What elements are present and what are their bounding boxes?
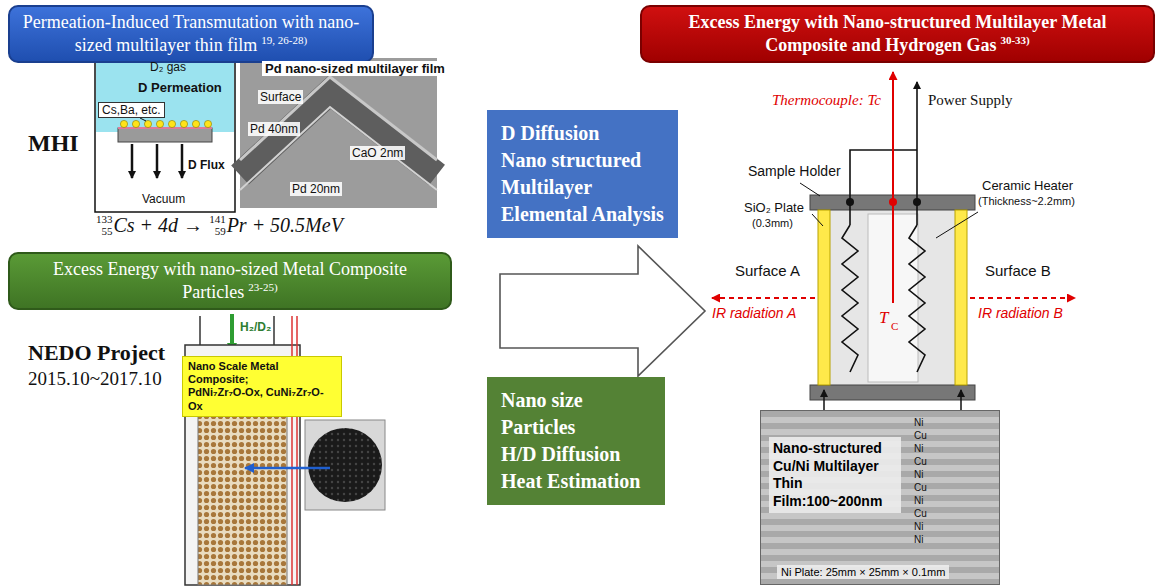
region-label: Vacuum: [142, 192, 185, 206]
node-note: Multilayer: [501, 174, 664, 201]
temperature-symbol: T: [879, 308, 888, 328]
sensor-label: Thermocouple: Tc: [772, 92, 881, 109]
surface-label: Surface B: [985, 262, 1051, 279]
layer-label: Cu: [914, 457, 927, 467]
dimension-label: (Thickness~2.2mm): [978, 195, 1075, 207]
node-note: Heat Estimation: [501, 468, 651, 495]
block-arrow: [500, 246, 705, 376]
node-text: Permeation-Induced Transmutation with na…: [23, 12, 359, 55]
node-text: Nano size Particles: [501, 387, 651, 441]
layer-label: Ni: [914, 470, 923, 480]
equation-term: 59: [215, 226, 226, 238]
radiation-label: IR radiation A: [712, 305, 796, 321]
nuclide-numbers: 13355: [96, 214, 113, 237]
node-note: Nano structured: [501, 147, 664, 174]
sample-holder-drawing: [712, 72, 1075, 410]
layer-label: Pd 20nm: [290, 182, 342, 196]
header-text: Excess Energy with nano-sized Metal Comp…: [22, 259, 438, 303]
section-header: Excess Energy with nano-sized Metal Comp…: [8, 252, 452, 310]
node-note: Ni Plate: 25mm × 25mm × 0.1mm: [777, 565, 949, 579]
keyword-box: Nano size ParticlesH/D DiffusionHeat Est…: [487, 377, 665, 505]
layer-label: Pd 40nm: [248, 122, 300, 136]
layer-label: Cu: [914, 483, 927, 493]
section-header: Excess Energy with Nano-structured Multi…: [640, 5, 1155, 63]
layer-label: Cu: [914, 509, 927, 519]
layer-label: Ni: [914, 535, 923, 545]
reaction-equation: 13355Cs + 4d → 14159Pr + 50.5MeV: [96, 214, 349, 237]
node-note: 19, 26-28): [261, 34, 307, 46]
region-label: D Permeation: [138, 80, 222, 95]
temperature-subscript: C: [891, 320, 898, 332]
layer-label: Surface: [258, 90, 303, 104]
layer-label: CaO 2nm: [350, 146, 405, 160]
radiation-label: IR radiation B: [978, 305, 1063, 321]
layer-label: Ni: [914, 444, 923, 454]
gas-label: H₂/D₂: [240, 320, 271, 334]
callout-label: Cs,Ba, etc.: [98, 102, 165, 118]
tem-photo: [240, 58, 437, 208]
equation-term: Cs + 4d →: [114, 214, 204, 237]
equation-term: 133: [96, 214, 113, 226]
equation-term: 55: [102, 226, 113, 238]
node-note: PdNi₇Zr₇O-Ox, CuNi₇Zr₇O-Ox: [188, 386, 336, 412]
project-name: NEDO Project: [28, 340, 165, 366]
node-note: Elemental Analysis: [501, 201, 664, 228]
header-text: Excess Energy with Nano-structured Multi…: [654, 12, 1141, 56]
equation-term: 141: [209, 214, 226, 226]
layer-label: Ni: [914, 522, 923, 532]
layer-label: Ni: [914, 496, 923, 506]
material-label: Nano Scale Metal Composite;PdNi₇Zr₇O-Ox,…: [182, 356, 342, 417]
equation-term: Pr + 50.5MeV: [227, 214, 343, 237]
power-label: Power Supply: [928, 92, 1013, 109]
photo-title: Pd nano-sized multilayer film: [262, 61, 448, 76]
film-photo: Nano-structured Cu/Ni Multilayer Thin Fi…: [760, 410, 1000, 585]
dimension-label: (0.3mm): [752, 217, 793, 229]
node-text: Nano-structured Cu/Ni Multilayer Thin Fi…: [769, 437, 901, 513]
node-note: 30-33): [1000, 34, 1029, 46]
layer-label: Ni: [914, 418, 923, 428]
node-note: H/D Diffusion: [501, 441, 651, 468]
gas-label: D₂ gas: [150, 60, 186, 74]
node-note: 23-25): [248, 281, 277, 293]
reactor-drawing: [185, 314, 385, 585]
part-label: Sample Holder: [748, 163, 841, 179]
layer-label: Cu: [914, 431, 927, 441]
surface-label: Surface A: [735, 262, 800, 279]
part-label: Ceramic Heater: [982, 178, 1073, 193]
node-text: Excess Energy with Nano-structured Multi…: [689, 12, 1107, 55]
flux-label: D Flux: [188, 158, 225, 172]
nuclide-numbers: 14159: [209, 214, 226, 237]
node-text: Nano Scale Metal Composite;: [188, 360, 336, 386]
node-text: Excess Energy with nano-sized Metal Comp…: [53, 259, 407, 302]
node-text: D Diffusion: [501, 120, 664, 147]
keyword-box: D DiffusionNano structuredMultilayerElem…: [487, 110, 678, 238]
section-header: Permeation-Induced Transmutation with na…: [8, 5, 374, 63]
organization-name: MHI: [28, 130, 79, 157]
project-period: 2015.10~2017.10: [28, 368, 162, 390]
permeation-schematic: [95, 58, 235, 212]
part-label: SiO₂ Plate: [744, 200, 804, 215]
header-text: Permeation-Induced Transmutation with na…: [22, 12, 360, 56]
